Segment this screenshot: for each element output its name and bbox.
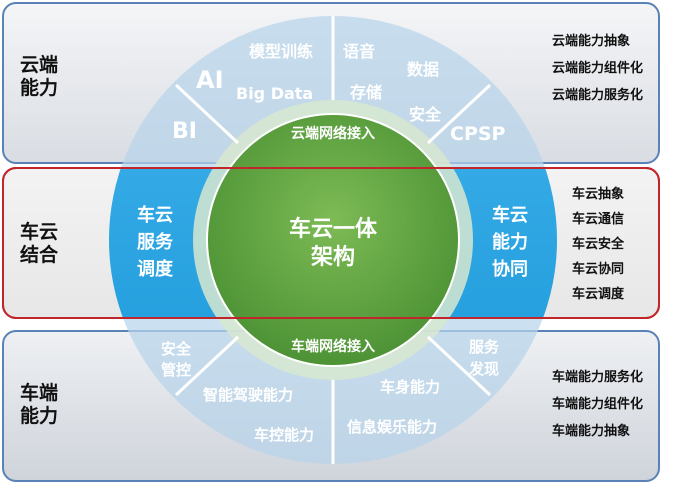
segment-storage: 存储 (350, 83, 382, 102)
integration-right-line: 协同 (492, 258, 528, 280)
integration-left-line: 服务 (137, 231, 174, 253)
cloud-capability-list: 云端能力抽象 云端能力组件化 云端能力服务化 (552, 28, 643, 109)
vehicle-capability-label: 车端 能力 (20, 382, 59, 427)
segment-security: 安全 (409, 105, 442, 124)
integration-left-line: 车云 (137, 204, 173, 226)
segment-bi: BI (172, 119, 197, 144)
segment-infotainment: 信息娱乐能力 (347, 418, 437, 436)
integration-right-line: 车云 (492, 204, 528, 226)
vehicle-capability-item: 车端能力抽象 (552, 424, 631, 439)
segment-service-discovery-line: 发现 (468, 360, 499, 378)
center-title-line2: 架构 (311, 244, 355, 270)
segment-security-control-line: 安全 (161, 340, 192, 358)
integration-item-list: 车云抽象 车云通信 车云安全 车云协同 车云调度 (572, 182, 624, 307)
divider (174, 83, 240, 145)
integration-item: 车云通信 (572, 212, 625, 227)
integration-item: 车云调度 (572, 287, 625, 302)
vehicle-capability-list: 车端能力服务化 车端能力组件化 车端能力抽象 (552, 364, 643, 445)
integration-item: 车云安全 (572, 237, 625, 252)
cloud-capability-item: 云端能力抽象 (552, 34, 631, 49)
segment-cpsp: CPSP (450, 123, 506, 145)
integration-item: 车云抽象 (572, 187, 625, 202)
cloud-network-access: 云端网络接入 (291, 125, 375, 142)
divider (426, 335, 492, 397)
segment-voice: 语音 (343, 42, 375, 61)
vehicle-capability-item: 车端能力服务化 (552, 370, 644, 385)
vehicle-network-access: 车端网络接入 (291, 338, 375, 355)
segment-vehicle-control: 车控能力 (254, 426, 314, 444)
segment-big-data: Big Data (236, 84, 313, 103)
segment-model-training: 模型训练 (249, 42, 313, 61)
segment-autonomous-driving: 智能驾驶能力 (203, 386, 293, 404)
integration-right-line: 能力 (492, 231, 528, 253)
cloud-capability-item: 云端能力组件化 (552, 61, 644, 76)
cloud-capability-label: 云端 能力 (20, 54, 59, 99)
divider (426, 83, 492, 145)
divider (174, 335, 240, 397)
integration-left-line: 调度 (137, 258, 174, 280)
center-title-line1: 车云一体 (289, 216, 378, 242)
segment-security-control-line: 管控 (161, 361, 191, 379)
center-core (206, 113, 460, 367)
cloud-capability-item: 云端能力服务化 (552, 88, 644, 103)
segment-service-discovery-line: 服务 (469, 338, 500, 356)
segment-body: 车身能力 (380, 378, 440, 396)
segment-data: 数据 (407, 60, 439, 79)
integration-item: 车云协同 (572, 262, 625, 277)
vehicle-capability-item: 车端能力组件化 (552, 397, 644, 412)
integration-label: 车云 结合 (20, 221, 59, 266)
segment-ai: AI (196, 66, 224, 94)
